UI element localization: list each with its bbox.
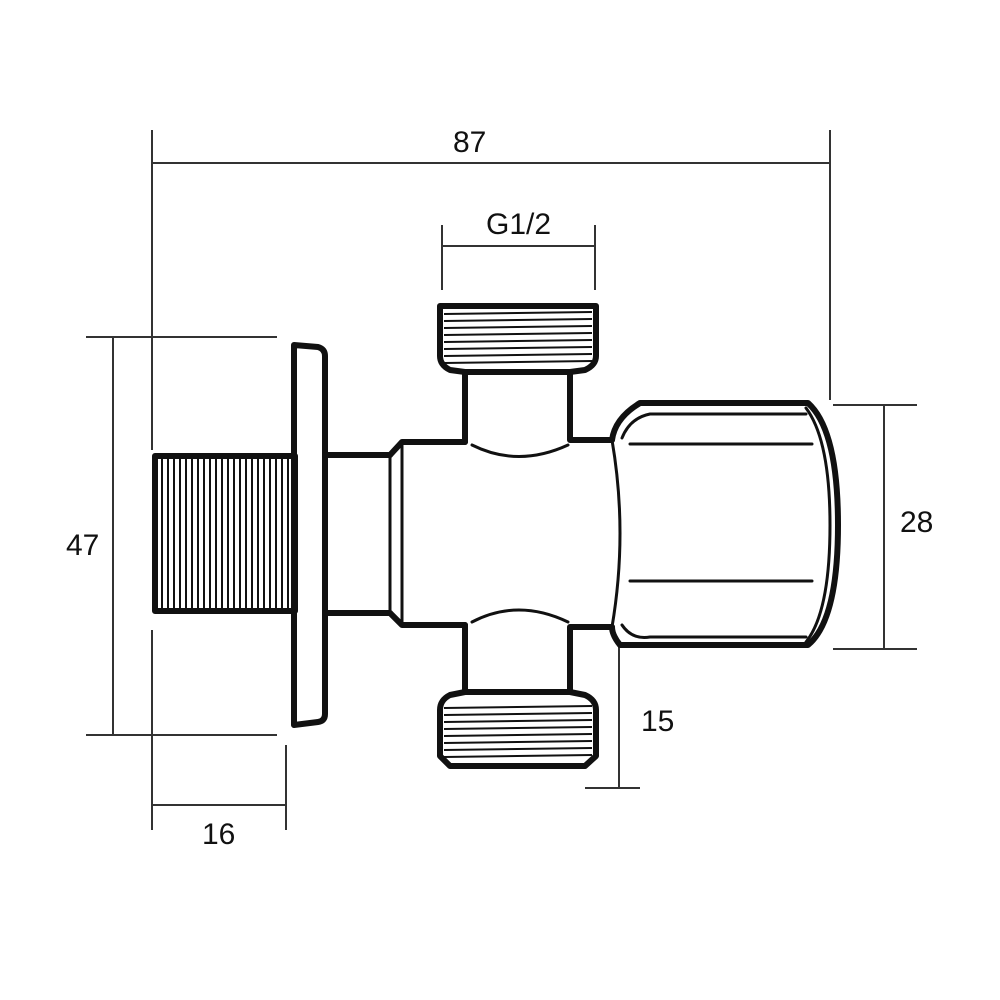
label-outlet-offset: 15: [641, 705, 675, 738]
neck: [322, 439, 468, 628]
top-outlet-thread: [437, 303, 599, 375]
label-cap-diameter: 28: [900, 506, 934, 539]
dim-outlet-offset: [585, 645, 640, 789]
label-flange-height: 47: [66, 529, 100, 562]
dim-cap-diameter: [833, 404, 917, 650]
label-overall-length: 87: [453, 126, 487, 159]
dim-overall-length: [151, 130, 831, 450]
dim-flange-height: [86, 336, 277, 736]
inlet-thread: [152, 453, 298, 614]
flange: [291, 342, 328, 728]
bottom-outlet-thread: [437, 689, 599, 769]
label-inlet-thread-length: 16: [202, 818, 236, 851]
valve-cap: [609, 400, 841, 648]
dim-inlet-thread: [151, 630, 287, 830]
label-thread-top: G1/2: [486, 208, 552, 241]
dim-thread-top: [441, 225, 596, 290]
valve-body: [462, 369, 622, 695]
